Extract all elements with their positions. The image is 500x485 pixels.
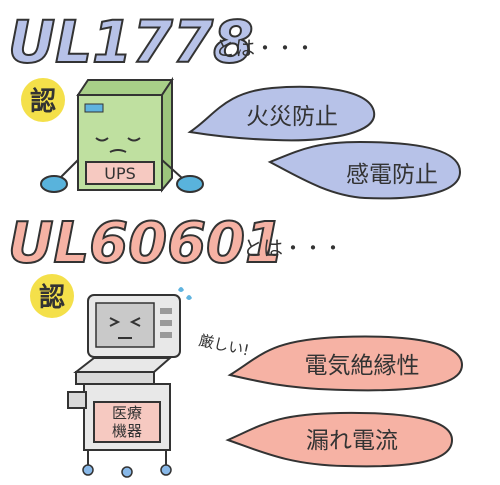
device-label-2: 機器 bbox=[112, 422, 142, 440]
ups-eye-right bbox=[127, 137, 141, 142]
bubble-shape bbox=[267, 140, 462, 200]
bubble-text-2: 感電防止 bbox=[346, 162, 438, 188]
monitor-button bbox=[160, 308, 172, 314]
monitor-screen bbox=[95, 302, 155, 348]
bubble-shape bbox=[225, 411, 454, 468]
bubble-fire-prevention: 火災防止 bbox=[187, 85, 376, 142]
device-plate bbox=[93, 401, 161, 443]
ul1778-title: UL1778 bbox=[8, 8, 253, 76]
section2-title: UL60601 とは・・・ bbox=[7, 210, 343, 277]
keyboard-front bbox=[75, 371, 155, 385]
ups-device: UPS bbox=[40, 76, 204, 193]
glove-right bbox=[176, 175, 204, 193]
certification-badge-2: 認 bbox=[30, 274, 74, 318]
badge-2-label: 認 bbox=[39, 282, 65, 313]
wheel bbox=[121, 466, 133, 478]
bubble-text-4: 漏れ電流 bbox=[306, 428, 398, 454]
ups-arm-left bbox=[59, 159, 79, 179]
ups-indicator bbox=[84, 103, 104, 113]
badge-1-label: 認 bbox=[30, 86, 56, 117]
screen-eye-left bbox=[109, 317, 121, 327]
certification-badge-1: 認 bbox=[21, 78, 65, 122]
strict-note: 厳しい! bbox=[197, 331, 251, 359]
device-label-1: 医療 bbox=[112, 404, 142, 422]
ul1778-suffix: とは・・・ bbox=[215, 36, 315, 60]
cart-side-tray bbox=[67, 391, 87, 409]
sweat-drop bbox=[178, 287, 184, 292]
monitor-button bbox=[160, 320, 172, 326]
wheel bbox=[160, 464, 172, 476]
ups-arm-right bbox=[161, 159, 183, 179]
ups-eye-left bbox=[95, 137, 109, 142]
ups-label: UPS bbox=[104, 164, 136, 183]
ups-side bbox=[161, 76, 173, 193]
glove-left bbox=[40, 175, 68, 193]
bubble-text-1: 火災防止 bbox=[246, 104, 338, 130]
ul60601-title: UL60601 bbox=[8, 211, 284, 276]
bubble-leakage-current: 漏れ電流 bbox=[225, 411, 454, 468]
bubble-electrical-insulation: 電気絶縁性 bbox=[227, 335, 464, 392]
bubble-shape bbox=[227, 335, 464, 392]
ups-top bbox=[76, 79, 174, 96]
keyboard bbox=[73, 357, 173, 373]
bubble-shock-prevention: 感電防止 bbox=[267, 140, 462, 200]
ups-plate bbox=[85, 161, 155, 185]
wheel bbox=[82, 464, 94, 476]
bubble-text-3: 電気絶縁性 bbox=[305, 353, 420, 379]
screen-eye-right bbox=[129, 317, 141, 327]
badge-circle bbox=[30, 274, 74, 318]
section1-title: UL1778 とは・・・ bbox=[7, 7, 315, 77]
strict-label: 厳しい! bbox=[197, 331, 251, 359]
bubble-shape bbox=[187, 85, 376, 142]
monitor-button bbox=[160, 332, 172, 338]
sweat-drop bbox=[186, 295, 192, 300]
medical-device: 医療 機器 bbox=[67, 287, 192, 478]
badge-circle bbox=[21, 78, 65, 122]
ul60601-suffix: とは・・・ bbox=[243, 236, 343, 260]
ups-mouth bbox=[109, 149, 127, 153]
